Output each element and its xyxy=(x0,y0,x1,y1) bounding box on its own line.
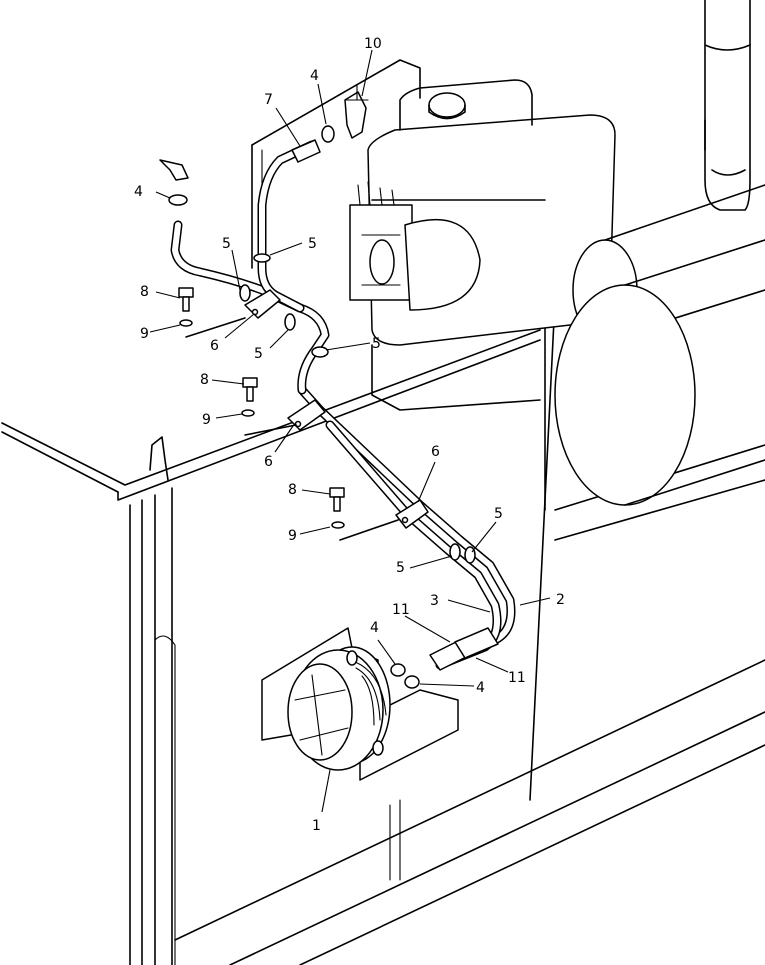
callout-8-b: 8 xyxy=(200,372,209,388)
callout-5-c: 5 xyxy=(254,346,263,362)
callout-10: 10 xyxy=(364,36,382,52)
callout-4-top-left: 4 xyxy=(134,184,143,200)
callout-6-c: 6 xyxy=(431,444,440,460)
callout-1: 1 xyxy=(312,818,321,834)
callout-11-a: 11 xyxy=(392,602,410,618)
callout-4-top: 4 xyxy=(310,68,319,84)
hose-upper xyxy=(170,140,330,395)
callout-2: 2 xyxy=(556,592,565,608)
machine-body xyxy=(1,59,765,965)
bolts-and-washers xyxy=(178,287,345,529)
muffler xyxy=(554,0,765,506)
callout-8-a: 8 xyxy=(140,284,149,300)
fuel-tank xyxy=(349,79,616,411)
callout-7: 7 xyxy=(264,92,273,108)
callout-6-a: 6 xyxy=(210,338,219,354)
callout-5-b: 5 xyxy=(308,236,317,252)
callout-3: 3 xyxy=(430,593,439,609)
brackets xyxy=(185,289,429,541)
callout-9-b: 9 xyxy=(202,412,211,428)
callout-8-c: 8 xyxy=(288,482,297,498)
callout-9-c: 9 xyxy=(288,528,297,544)
callout-4-heater-upper: 4 xyxy=(370,620,379,636)
heater-unit xyxy=(261,627,499,781)
callout-5-f: 5 xyxy=(494,506,503,522)
callout-5-a: 5 xyxy=(222,236,231,252)
callout-4-heater-lower: 4 xyxy=(476,680,485,696)
callout-6-b: 6 xyxy=(264,454,273,470)
callout-5-e: 5 xyxy=(396,560,405,576)
callout-5-d: 5 xyxy=(372,336,381,352)
leader-lines xyxy=(149,49,551,813)
callouts: 1 2 3 4 4 4 4 5 5 5 5 5 5 5 6 6 6 7 8 8 … xyxy=(134,36,565,834)
callout-11-b: 11 xyxy=(508,670,526,686)
callout-9-a: 9 xyxy=(140,326,149,342)
hose-clamps xyxy=(239,253,476,564)
fittings-top xyxy=(159,84,369,206)
